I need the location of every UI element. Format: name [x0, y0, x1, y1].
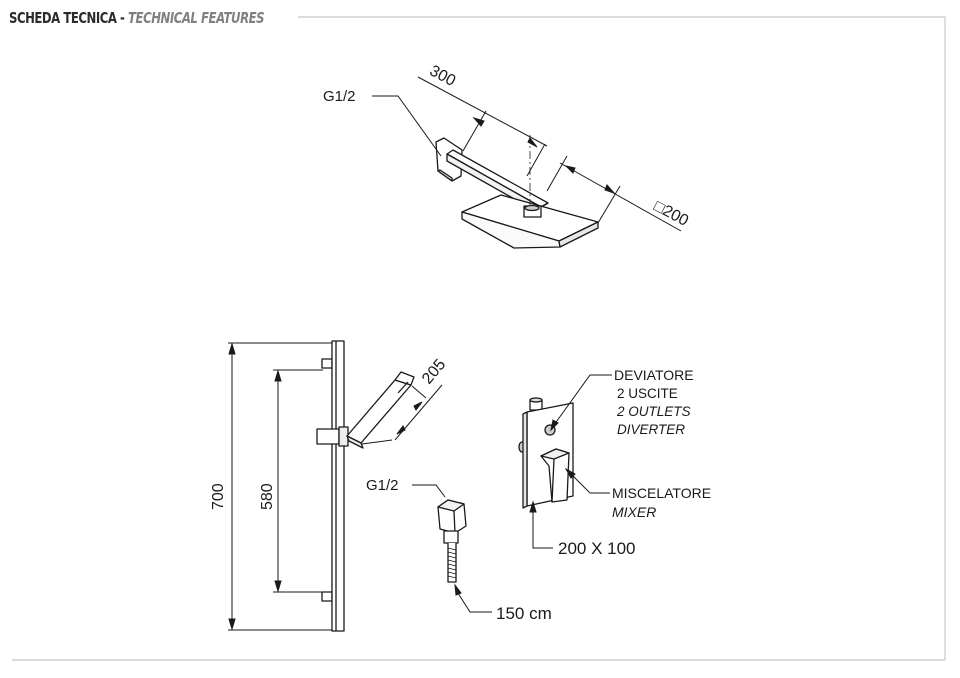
title-separator: -	[116, 9, 129, 27]
outlet-connection-leader	[412, 484, 446, 498]
frame-border	[12, 16, 946, 661]
head-size-dimension	[546, 155, 682, 232]
mixer-leader	[564, 467, 610, 494]
bracket-spacing-label: 580	[259, 483, 276, 510]
diverter-label-1: DEVIATORE	[614, 367, 694, 383]
rail-height-label: 700	[210, 483, 227, 510]
mixer-label-1: MISCELATORE	[612, 485, 711, 501]
diverter-label-4: DIVERTER	[617, 422, 685, 437]
mixer-plate-drawing	[518, 397, 574, 509]
shower-rail-drawing	[316, 340, 415, 632]
handshower-length-dimension	[361, 384, 443, 445]
mixer-label-2: MIXER	[612, 504, 656, 520]
head-connection-leader	[372, 95, 442, 157]
outlet-connection-label: G1/2	[366, 477, 399, 494]
hose-length-leader	[454, 583, 492, 613]
wall-outlet-drawing	[437, 499, 467, 583]
handshower-length-label: 205	[419, 356, 449, 387]
title-italian: SCHEDA TECNICA	[9, 9, 117, 27]
arm-length-label: 300	[427, 62, 459, 90]
plate-size-label: 200 X 100	[558, 539, 636, 558]
diverter-label-2: 2 USCITE	[617, 386, 678, 401]
page-title: SCHEDA TECNICA - TECHNICAL FEATURES	[9, 7, 269, 29]
head-connection-label: G1/2	[323, 88, 356, 105]
hose-length-label: 150 cm	[496, 604, 552, 623]
diverter-label-3: 2 OUTLETS	[616, 404, 691, 419]
rail-height-dimension	[228, 342, 332, 631]
title-english: TECHNICAL FEATURES	[128, 9, 265, 27]
diverter-leader	[550, 374, 612, 432]
plate-size-leader	[529, 500, 553, 549]
head-shower-drawing	[435, 137, 599, 249]
arm-length-dimension	[417, 76, 548, 177]
bracket-spacing-dimension	[273, 369, 323, 593]
